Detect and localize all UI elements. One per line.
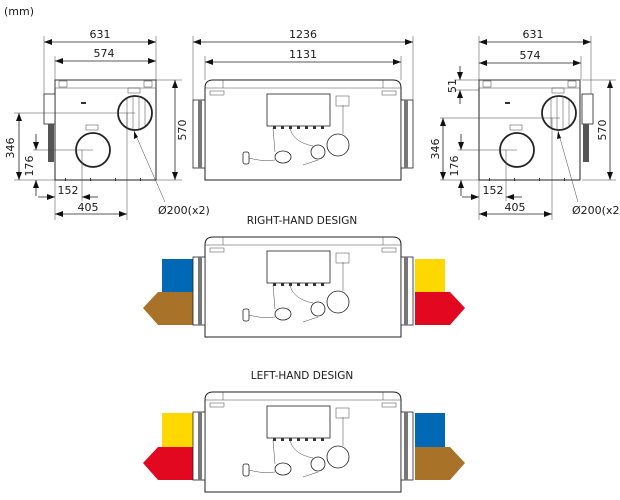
- outdoor-air-block: [162, 413, 196, 447]
- right-hand-design-title: RIGHT-HAND DESIGN: [247, 215, 358, 227]
- dim-631: 631: [90, 28, 111, 41]
- unit-body: [192, 236, 414, 338]
- exhaust-air-arrow: [415, 447, 465, 480]
- dim-1131: 1131: [289, 48, 317, 61]
- extract-air-arrow: [415, 292, 465, 325]
- outdoor-air-block: [415, 259, 445, 292]
- extract-air-arrow: [143, 447, 196, 480]
- dim-176-right: 176: [448, 156, 461, 177]
- dim-405: 405: [78, 201, 99, 214]
- dim-1236: 1236: [289, 28, 317, 41]
- dim-570: 570: [176, 120, 189, 141]
- supply-air-block: [162, 259, 196, 292]
- left-side-view: 631 574 570 346 176 152 405 Ø200(x2): [4, 28, 210, 220]
- right-side-view: 631 574 51 570 346 176 152 405 Ø200(x2): [429, 28, 620, 220]
- dim-574: 574: [94, 47, 115, 60]
- left-hand-design-title: LEFT-HAND DESIGN: [251, 370, 353, 382]
- dim-152: 152: [58, 184, 79, 197]
- front-view: 1236 1131: [192, 28, 414, 181]
- dim-570-right: 570: [596, 120, 609, 141]
- dim-51: 51: [446, 79, 459, 93]
- dim-405-right: 405: [505, 201, 526, 214]
- dim-diameter: Ø200(x2): [158, 204, 210, 217]
- units-label: (mm): [4, 5, 34, 18]
- dim-631-right: 631: [523, 28, 544, 41]
- unit-body: [192, 391, 414, 493]
- dim-diameter-right: Ø200(x2): [572, 204, 620, 217]
- exhaust-air-arrow: [143, 292, 196, 325]
- dim-176: 176: [23, 156, 36, 177]
- dim-346: 346: [4, 138, 17, 159]
- dim-574-right: 574: [520, 49, 541, 62]
- dim-152-right: 152: [483, 184, 504, 197]
- left-hand-design: LEFT-HAND DESIGN: [143, 370, 465, 493]
- dim-346-right: 346: [429, 139, 442, 160]
- right-hand-design: RIGHT-HAND DESIGN: [143, 215, 465, 338]
- supply-air-block: [415, 413, 445, 447]
